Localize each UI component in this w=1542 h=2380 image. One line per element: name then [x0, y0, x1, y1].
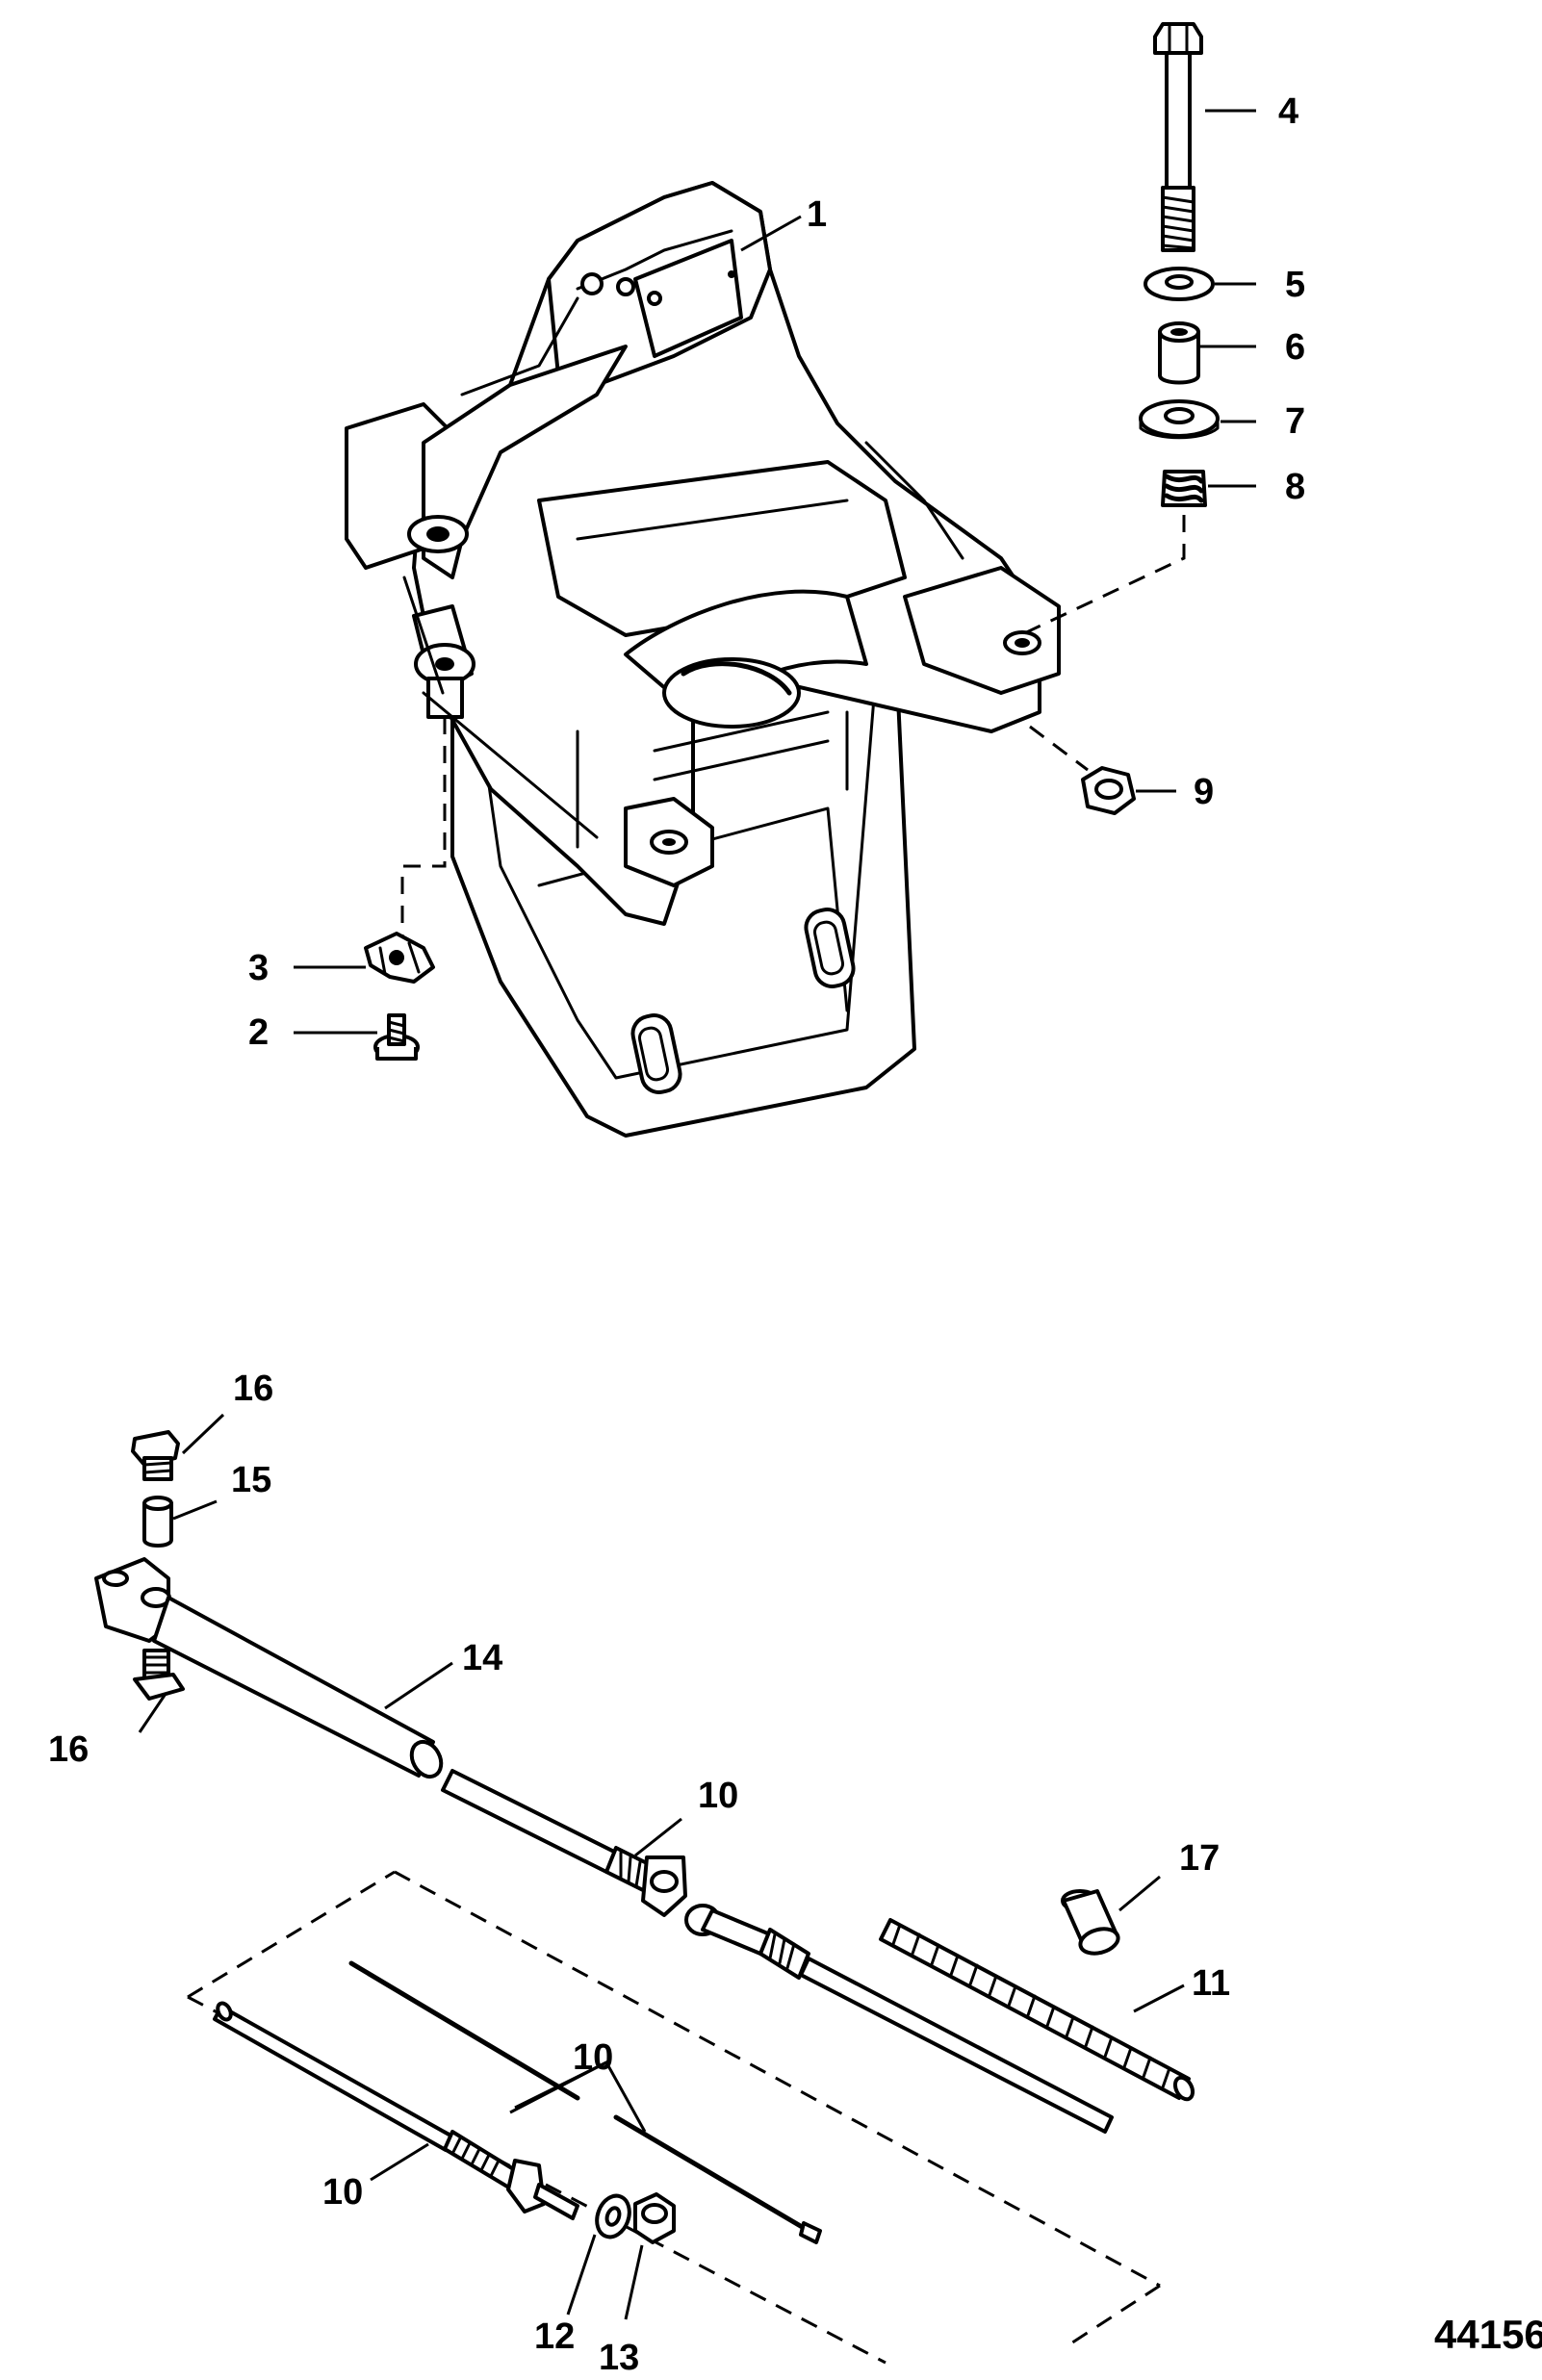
part-10-cable-upper: [441, 1769, 1114, 2134]
callout-5: 5: [1285, 265, 1305, 305]
callout-16-top: 16: [233, 1369, 273, 1409]
callout-9: 9: [1194, 772, 1214, 812]
callout-11: 11: [1192, 1963, 1230, 2004]
part-2-screw: [373, 1013, 420, 1061]
part-4-bolt: [1153, 22, 1203, 252]
mounting-bracket: [345, 181, 1061, 1138]
callout-2: 2: [248, 1012, 269, 1053]
part-12-washer: [595, 2193, 631, 2239]
callout-10-upper: 10: [698, 1776, 738, 1816]
part-5-washer: [1144, 267, 1215, 301]
callout-10-kit: 10: [573, 2037, 613, 2078]
part-17-bushing: [1061, 1889, 1120, 1956]
part-13-nut: [633, 2192, 676, 2244]
part-16-screw-top: [131, 1430, 180, 1481]
callout-6: 6: [1285, 327, 1305, 368]
callout-4: 4: [1278, 91, 1298, 132]
part-6-sleeve: [1158, 321, 1200, 385]
callout-13: 13: [599, 2338, 639, 2378]
part-11-rod: [879, 1918, 1195, 2102]
callout-7: 7: [1285, 401, 1305, 442]
part-10-cable-kit: [213, 1960, 822, 2244]
callout-15: 15: [231, 1460, 271, 1500]
callout-labels: 1 4 5 6 7 8 9 3 2 16 15 16 14 10 17 11 1…: [48, 91, 1542, 2378]
kit-box-outline: [187, 1870, 1161, 2365]
callout-17: 17: [1179, 1838, 1220, 1879]
part-15-pin: [142, 1496, 173, 1548]
part-8-nut: [1161, 470, 1207, 507]
callout-1: 1: [807, 194, 827, 235]
callout-10-lower: 10: [322, 2172, 363, 2213]
part-7-washer: [1139, 399, 1220, 440]
assembly-lines-upper: [400, 515, 1186, 948]
part-16-screw-bottom: [133, 1649, 185, 1701]
callout-14: 14: [462, 1638, 502, 1678]
part-3-clip: [364, 932, 435, 984]
figure-number: 44156: [1434, 2312, 1542, 2357]
part-14-tie-bar: [94, 1557, 444, 1779]
leader-lines: [138, 109, 1256, 2320]
callout-12: 12: [534, 2316, 575, 2357]
callout-8: 8: [1285, 467, 1305, 507]
callout-16-bottom: 16: [48, 1729, 89, 1770]
part-9-nut: [1081, 766, 1136, 815]
callout-3: 3: [248, 948, 269, 988]
